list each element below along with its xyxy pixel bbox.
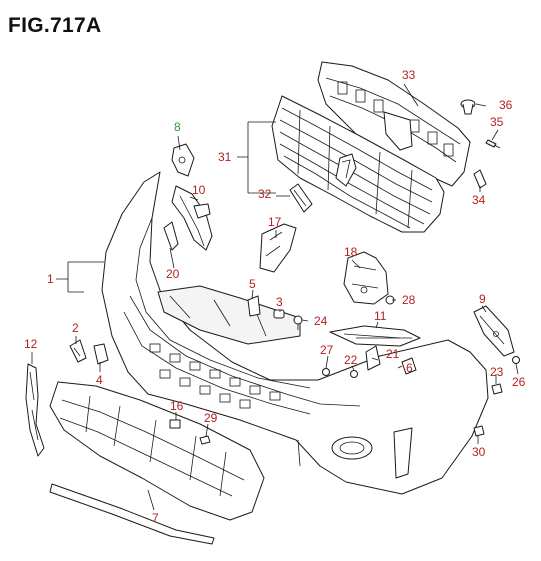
callout-9: 9 bbox=[479, 292, 486, 306]
part-5-retainer bbox=[247, 295, 261, 317]
callout-28: 28 bbox=[402, 293, 416, 307]
part-6-pad bbox=[401, 357, 417, 375]
part-33-grille-upper-support bbox=[317, 61, 471, 187]
callout-26: 26 bbox=[512, 375, 526, 389]
callout-21: 21 bbox=[386, 347, 400, 361]
part-12-side-trim bbox=[25, 363, 45, 457]
callout-23: 23 bbox=[490, 365, 504, 379]
callout-5: 5 bbox=[249, 277, 256, 291]
leader-lines bbox=[31, 83, 519, 511]
callout-4: 4 bbox=[96, 373, 103, 387]
callout-17: 17 bbox=[268, 215, 282, 229]
callout-2: 2 bbox=[72, 321, 79, 335]
part-4-clip bbox=[93, 343, 109, 365]
part-34-clip bbox=[473, 169, 487, 189]
part-2-clip bbox=[69, 339, 87, 363]
callout-32: 32 bbox=[258, 187, 272, 201]
part-32-grille-moulding bbox=[289, 183, 313, 213]
part-31-front-grille bbox=[271, 95, 445, 233]
callout-24: 24 bbox=[314, 314, 328, 328]
part-22-screw bbox=[350, 370, 358, 378]
part-3-plug bbox=[273, 309, 285, 319]
part-30-screw bbox=[473, 425, 485, 437]
callout-29: 29 bbox=[204, 411, 218, 425]
part-11-bracket bbox=[329, 325, 421, 347]
callout-33: 33 bbox=[402, 68, 416, 82]
callout-34: 34 bbox=[472, 193, 486, 207]
callout-3: 3 bbox=[276, 295, 283, 309]
callout-16: 16 bbox=[170, 399, 184, 413]
callout-12: 12 bbox=[24, 337, 38, 351]
part-17-bracket bbox=[259, 223, 297, 273]
part-18-bracket bbox=[343, 251, 389, 305]
part-35-screw bbox=[485, 139, 501, 149]
callout-6: 6 bbox=[406, 361, 413, 375]
figure-title: FIG.717A bbox=[8, 14, 102, 37]
part-36-clip bbox=[460, 99, 476, 115]
part-27-screw bbox=[322, 368, 330, 376]
callout-20: 20 bbox=[166, 267, 180, 281]
callout-30: 30 bbox=[472, 445, 486, 459]
part-26-screw bbox=[512, 356, 520, 364]
callout-11: 11 bbox=[374, 309, 387, 323]
callout-22: 22 bbox=[344, 353, 358, 367]
part-1-front-bumper-cover bbox=[101, 171, 489, 495]
callout-35: 35 bbox=[490, 115, 504, 129]
part-16-fastener bbox=[169, 419, 181, 429]
callout-18: 18 bbox=[344, 245, 358, 259]
callout-27: 27 bbox=[320, 343, 334, 357]
callout-36: 36 bbox=[499, 98, 513, 112]
callout-31: 31 bbox=[218, 150, 232, 164]
part-29-screw bbox=[199, 435, 211, 445]
part-9-side-bracket bbox=[473, 305, 515, 357]
callout-7: 7 bbox=[152, 511, 159, 525]
callout-1: 1 bbox=[47, 272, 54, 286]
callout-10: 10 bbox=[192, 183, 206, 197]
part-7-lower-grille bbox=[49, 381, 265, 545]
callout-8: 8 bbox=[174, 120, 181, 134]
callout-labels: 1234567891011121617182021222324262728293… bbox=[24, 68, 526, 525]
part-10-side-bracket bbox=[171, 185, 213, 251]
part-23-screw bbox=[491, 383, 503, 395]
part-8-bracket bbox=[171, 143, 195, 177]
part-20-clip bbox=[163, 221, 179, 251]
